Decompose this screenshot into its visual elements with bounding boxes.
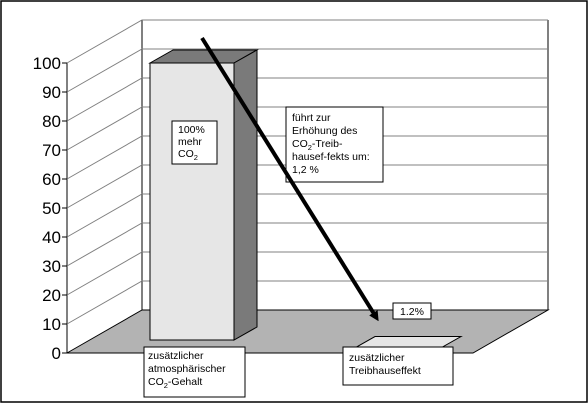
category-label-1-line: zusätzlicher — [148, 350, 204, 362]
category-label-1-box — [143, 346, 246, 398]
gridline-40 — [66, 193, 548, 238]
data-label-2-box — [392, 302, 432, 320]
gridline-70 — [66, 106, 548, 151]
y-tick-label: 90 — [42, 83, 61, 102]
gridline-50 — [66, 164, 548, 209]
data-label-2-line: 1.2% — [400, 306, 424, 318]
category-labels: zusätzlicheratmosphärischerCO2-Gehaltzus… — [143, 346, 454, 398]
annotation-arrow — [200, 36, 379, 322]
annotation-line: hausef-fekts um: — [292, 151, 370, 163]
y-tick-label: 10 — [42, 315, 61, 334]
gridline-100 — [66, 19, 548, 64]
gridline-10 — [66, 280, 548, 325]
gridline-20 — [66, 251, 548, 296]
y-tick-label: 30 — [42, 257, 61, 276]
data-label-1-box — [171, 120, 218, 165]
data-label-1-line: mehr — [178, 136, 202, 148]
category-label-1-line: atmosphärischer — [148, 363, 226, 375]
gridline-90 — [66, 48, 548, 93]
y-tick-label: 50 — [42, 199, 61, 218]
bars — [148, 49, 463, 354]
annotation-line: CO2-Treib- — [292, 138, 343, 152]
annotation-box — [285, 106, 384, 183]
category-label-2-box — [342, 346, 454, 386]
y-tick-label: 20 — [42, 286, 61, 305]
y-tick-label: 40 — [42, 228, 61, 247]
data-label-1-line: CO2 — [178, 148, 198, 162]
gridlines — [66, 19, 548, 325]
y-axis: 0 10 20 30 40 50 60 70 80 90 100 — [33, 54, 67, 363]
data-label-1-line: 100% — [178, 124, 205, 136]
gridline-30 — [66, 222, 548, 267]
y-tick-label: 100 — [33, 54, 61, 73]
gridline-80 — [66, 77, 548, 122]
category-label-2-line: zusätzlicher — [349, 352, 405, 364]
annotation-line: Erhöhung des — [292, 125, 357, 137]
gridline-60 — [66, 135, 548, 180]
annotation-line: 1,2 % — [292, 164, 319, 176]
category-label-1-line: CO2-Gehalt — [148, 376, 202, 390]
y-tick-label: 70 — [42, 141, 61, 160]
chart-floor — [65, 309, 550, 354]
annotation-line: führt zur — [292, 112, 331, 124]
category-label-2-line: Treibhauseffekt — [349, 365, 421, 377]
y-tick-label: 80 — [42, 112, 61, 131]
bar-1-front — [149, 62, 235, 341]
floor-plane — [65, 309, 550, 354]
y-tick-label: 60 — [42, 170, 61, 189]
y-tick-label: 0 — [52, 344, 61, 363]
